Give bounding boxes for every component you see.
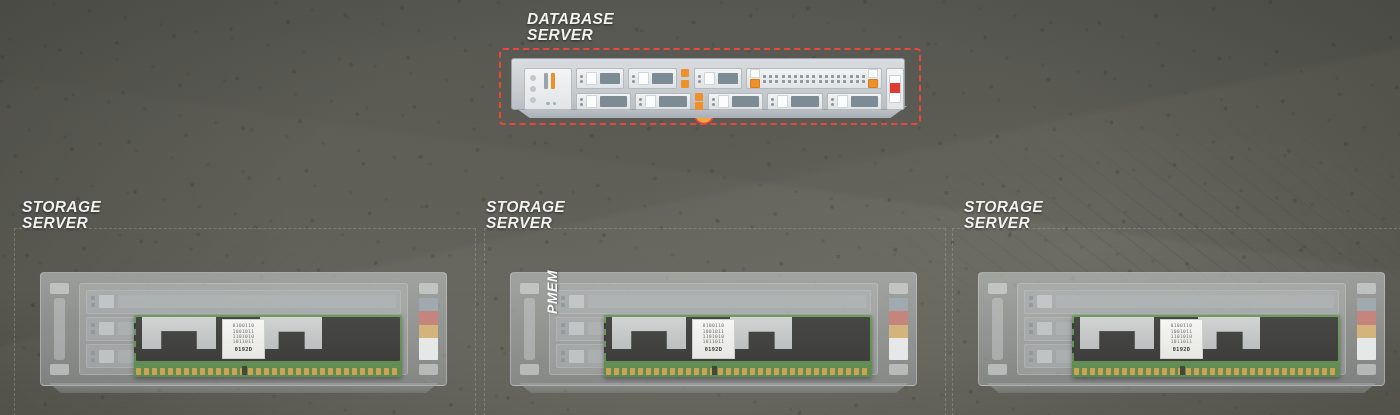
- status-indicator-panel: [888, 298, 908, 360]
- pmem-module-2[interactable]: 0100110 1001011 1101010 1011011 0192D: [604, 315, 872, 377]
- chip-binary-line: 1011011: [702, 340, 725, 346]
- chip-binary-line: 0100110: [1170, 324, 1193, 330]
- database-server-highlight-border: [499, 48, 921, 125]
- control-bar-grey: [544, 73, 548, 89]
- drive-bay[interactable]: [576, 68, 625, 89]
- chip-binary-line: 1011011: [1170, 340, 1193, 346]
- ghost-guide-left: [14, 228, 476, 415]
- drive-bay-row-top: [576, 68, 882, 89]
- module-gold-pins: [1074, 368, 1338, 375]
- memory-chip-label: 0100110 1001011 1101010 1011011 0192D: [222, 319, 265, 359]
- pmem-module-label: PMEM: [544, 270, 560, 314]
- status-led: [695, 93, 704, 102]
- led-column: [695, 93, 704, 110]
- rack-ear-left: [47, 281, 71, 377]
- drive-bay[interactable]: [707, 93, 764, 110]
- status-dot-3: [530, 97, 536, 104]
- control-bar-orange: [551, 73, 555, 89]
- chip-binary-line: 1101010: [1170, 335, 1193, 340]
- status-indicator-panel: [418, 298, 438, 360]
- drive-bay[interactable]: [767, 93, 823, 110]
- chip-code: 0192D: [1172, 346, 1191, 353]
- database-server[interactable]: [499, 48, 921, 125]
- control-bars: [544, 73, 568, 89]
- pmem-module-3[interactable]: 0100110 1001011 1101010 1011011 0192D: [1072, 315, 1340, 377]
- rack-ear-right: [886, 281, 910, 377]
- drive-bay[interactable]: [628, 68, 677, 89]
- storage-server-1-chassis: 0100110 1001011 1101010 1011011 0192D: [40, 272, 447, 386]
- module-key-notch: [242, 366, 247, 375]
- status-led: [681, 69, 690, 78]
- chip-binary-line: 0100110: [702, 324, 725, 330]
- module-notches: [604, 321, 607, 355]
- chip-binary-line: 1001011: [1170, 329, 1193, 335]
- storage-server-2-chassis: 0100110 1001011 1101010 1011011 0192D: [510, 272, 917, 386]
- chip-binary-line: 0100110: [232, 324, 255, 330]
- rack-ear-left: [517, 281, 541, 377]
- vent-panel: [745, 68, 882, 89]
- storage-server-3[interactable]: 0100110 1001011 1101010 1011011 0192D: [952, 248, 1400, 398]
- drive-bay[interactable]: [576, 93, 632, 110]
- rack-ear-right: [1354, 281, 1378, 377]
- status-led: [681, 79, 690, 88]
- status-dot-2: [530, 85, 536, 92]
- drive-bay[interactable]: [693, 68, 742, 89]
- drive-bay-group: [576, 68, 883, 110]
- storage-slot[interactable]: [1024, 289, 1339, 314]
- rack-ear-left: [985, 281, 1009, 377]
- module-key-notch: [712, 366, 717, 375]
- storage-slot[interactable]: [556, 289, 871, 314]
- module-notches: [134, 321, 137, 355]
- chip-binary-line: 1011011: [232, 340, 255, 346]
- control-panel[interactable]: [524, 68, 572, 110]
- status-indicator-panel: [1356, 298, 1376, 360]
- module-notches: [1072, 321, 1075, 355]
- storage-server-2[interactable]: 0100110 1001011 1101010 1011011 0192D PM…: [484, 248, 939, 398]
- chip-binary-line: 1001011: [232, 329, 255, 335]
- chip-binary-line: 1001011: [702, 329, 725, 335]
- chip-code: 0192D: [704, 346, 723, 353]
- drive-bay[interactable]: [826, 93, 883, 110]
- module-gold-pins: [136, 368, 400, 375]
- chip-binary-line: 1101010: [232, 335, 255, 340]
- rack-ear-right: [416, 281, 440, 377]
- storage-server-1[interactable]: 0100110 1001011 1101010 1011011 0192D: [14, 248, 469, 398]
- pmem-module-1[interactable]: 0100110 1001011 1101010 1011011 0192D: [134, 315, 402, 377]
- ghost-guide-center: [484, 228, 946, 415]
- module-gold-pins: [606, 368, 870, 375]
- led-column: [681, 68, 690, 89]
- drive-bay[interactable]: [635, 93, 691, 110]
- drive-bay-row-bottom: [576, 93, 883, 110]
- module-key-notch: [1180, 366, 1185, 375]
- memory-chip-label: 0100110 1001011 1101010 1011011 0192D: [692, 319, 735, 359]
- database-server-chassis: [511, 58, 905, 110]
- chip-binary-line: 1101010: [702, 335, 725, 340]
- memory-chip-label: 0100110 1001011 1101010 1011011 0192D: [1160, 319, 1203, 359]
- storage-slot[interactable]: [86, 289, 401, 314]
- chip-code: 0192D: [234, 346, 253, 353]
- status-led: [695, 101, 704, 110]
- control-mini-leds: [544, 101, 568, 105]
- storage-server-3-chassis: 0100110 1001011 1101010 1011011 0192D: [978, 272, 1385, 386]
- status-dot-1: [530, 74, 536, 81]
- power-button[interactable]: [886, 68, 904, 110]
